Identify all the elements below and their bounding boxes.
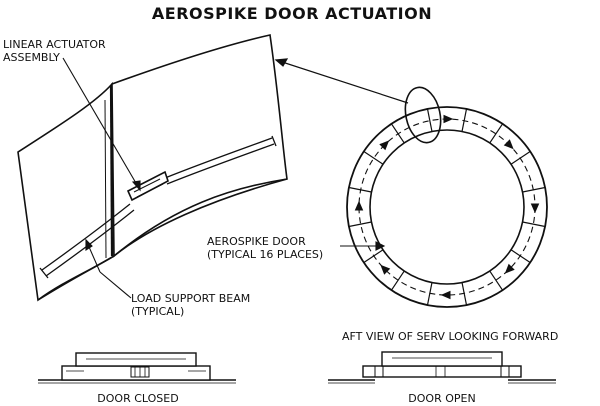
door-divider — [489, 123, 504, 144]
aft-view-ring — [346, 86, 548, 308]
rotation-arrowhead — [440, 290, 451, 300]
skin-panel-section — [17, 34, 288, 302]
door-divider — [390, 123, 405, 144]
rotation-arrowhead — [443, 114, 454, 124]
linear-actuator-label-line2: ASSEMBLY — [3, 51, 60, 64]
door-divider — [363, 249, 384, 264]
door-divider — [426, 108, 433, 132]
door-divider — [522, 221, 546, 228]
door-divider — [390, 270, 405, 291]
door-divider — [363, 150, 384, 165]
rotation-arrowhead — [503, 139, 514, 150]
aerospike-door-label-line2: (TYPICAL 16 PLACES) — [207, 248, 323, 261]
load-beam-label-line2: (TYPICAL) — [131, 305, 184, 318]
linear-actuator-label-line1: LINEAR ACTUATOR — [3, 38, 106, 51]
aerospike-door-leader — [340, 241, 386, 251]
linear-actuator-label: LINEAR ACTUATOR ASSEMBLY — [3, 38, 109, 64]
callout-leader — [274, 58, 409, 104]
door-open-caption: DOOR OPEN — [408, 392, 475, 405]
aerospike-door-label-line1: AEROSPIKE DOOR — [207, 235, 306, 248]
load-beam-label-line1: LOAD SUPPORT BEAM — [131, 292, 250, 305]
door-dividers — [348, 108, 546, 306]
door-open-section — [328, 351, 556, 384]
door-closed-section — [38, 352, 236, 384]
rotation-arrowhead — [354, 200, 364, 211]
linear-actuator-leader — [62, 57, 141, 192]
rotation-arrowhead — [530, 203, 540, 214]
aft-view-caption: AFT VIEW OF SERV LOOKING FORWARD — [342, 330, 558, 343]
door-divider — [348, 186, 372, 193]
door-divider — [348, 221, 372, 228]
door-divider — [510, 150, 531, 165]
door-divider — [489, 270, 504, 291]
door-divider — [461, 282, 468, 306]
door-divider — [522, 186, 546, 193]
rotation-arrowhead — [379, 140, 390, 151]
rotation-arrowhead — [504, 263, 515, 274]
load-support-beam-label: LOAD SUPPORT BEAM (TYPICAL) — [131, 292, 254, 318]
door-divider — [510, 249, 531, 264]
door-divider — [461, 108, 468, 132]
door-closed-caption: DOOR CLOSED — [97, 392, 178, 405]
rotation-arrows — [354, 114, 540, 300]
rotation-arrowhead — [380, 264, 391, 275]
door-divider — [426, 282, 433, 306]
diagram-title: AEROSPIKE DOOR ACTUATION — [152, 4, 432, 23]
load-beam-leader — [85, 238, 132, 299]
aerospike-door-label: AEROSPIKE DOOR (TYPICAL 16 PLACES) — [207, 235, 323, 261]
